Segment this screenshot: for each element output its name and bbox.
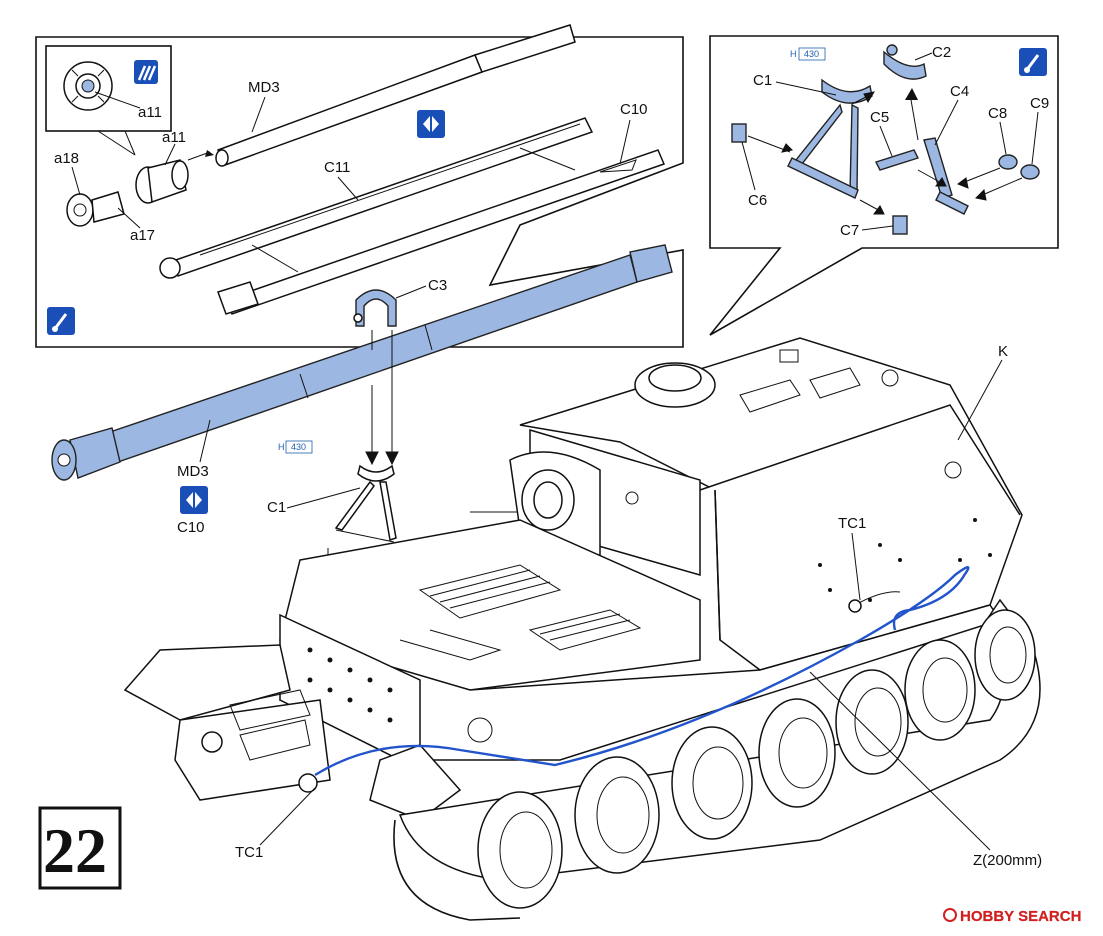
c1-gun-travel-lock <box>787 78 873 199</box>
c2-clamp <box>883 44 927 80</box>
detail-box <box>45 45 172 132</box>
c8-part <box>998 154 1018 170</box>
tank-hull <box>123 337 1023 821</box>
rotate-arrows-icon-main <box>180 486 208 514</box>
label-tc1-left: TC1 <box>235 844 263 861</box>
c7-part <box>892 215 908 235</box>
svg-text:H: H <box>790 49 797 59</box>
road-wheel <box>904 639 976 741</box>
label-c4: C4 <box>950 83 969 100</box>
drive-sprocket <box>974 609 1036 701</box>
svg-text:430: 430 <box>291 442 306 452</box>
c3-down-arrows <box>365 330 399 466</box>
assembly-arrows-right <box>747 91 1023 215</box>
c9-part <box>1020 164 1040 180</box>
step-number: 22 <box>43 815 107 886</box>
muzzle-parts <box>66 150 214 227</box>
label-tc1-right: TC1 <box>838 515 866 532</box>
c5-pin <box>875 149 919 171</box>
road-wheel <box>574 756 660 874</box>
label-z-wire: Z(200mm) <box>973 852 1042 869</box>
road-wheel <box>477 791 563 909</box>
label-c8: C8 <box>988 105 1007 122</box>
label-c6: C6 <box>748 192 767 209</box>
watermark: HOBBY SEARCH <box>943 908 1082 925</box>
c4-arm <box>923 137 969 215</box>
road-wheel <box>671 726 753 840</box>
road-wheel <box>758 698 836 808</box>
paintbrush-icon <box>47 307 75 335</box>
inset-left-panel: a11 a11 a18 a17 MD3 C11 <box>35 24 684 348</box>
label-c11: C11 <box>324 159 350 176</box>
label-c9: C9 <box>1030 95 1049 112</box>
road-wheel <box>835 669 909 775</box>
label-c10-inset: C10 <box>620 101 648 118</box>
label-c1-inset: C1 <box>753 72 772 89</box>
svg-text:430: 430 <box>804 49 819 59</box>
label-md3-main: MD3 <box>177 463 209 480</box>
label-md3-inset: MD3 <box>248 79 280 96</box>
c1-travel-lock-main <box>334 464 397 543</box>
c3-clamp <box>353 289 397 327</box>
paint-code-chip-right: H 430 <box>790 47 826 61</box>
label-a17: a17 <box>130 227 155 244</box>
label-c2: C2 <box>932 44 951 61</box>
inset-right-panel: H 430 <box>709 35 1059 336</box>
watermark-text: HOBBY SEARCH <box>960 908 1081 925</box>
label-c7: C7 <box>840 222 859 239</box>
main-gun-barrel-md3 <box>51 244 673 481</box>
c10-rod <box>217 149 666 315</box>
label-c3: C3 <box>428 277 447 294</box>
tracks-and-wheels <box>393 598 1041 921</box>
label-a18: a18 <box>54 150 79 167</box>
c6-part <box>731 123 747 143</box>
label-k: K <box>998 343 1008 360</box>
c11-rod <box>159 117 594 279</box>
label-a11-mid: a11 <box>162 129 186 146</box>
label-c5: C5 <box>870 109 889 126</box>
brush-icon-right <box>1019 48 1047 76</box>
paint-stripes-icon <box>134 60 158 84</box>
paint-code-chip-main: H 430 <box>278 440 313 454</box>
svg-text:H: H <box>278 442 285 452</box>
wire-z-200mm <box>314 566 970 777</box>
md3-barrel-halves <box>215 24 576 167</box>
label-c10-main: C10 <box>177 519 205 536</box>
label-c1-main: C1 <box>267 499 286 516</box>
step-number-box: 22 <box>38 806 122 890</box>
rotate-arrows-icon <box>417 110 445 138</box>
label-a11-top: a11 <box>138 104 162 121</box>
